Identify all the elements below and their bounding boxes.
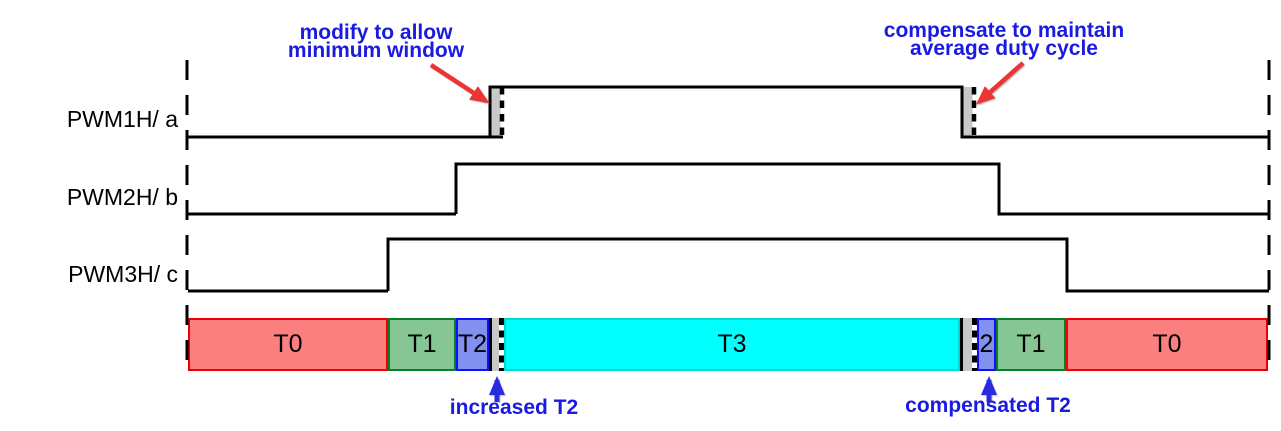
- signal-label-pwm3h: PWM3H/ c: [68, 261, 178, 287]
- bar-gray-window: [963, 318, 972, 371]
- bar-dashed-edge: [972, 318, 977, 371]
- annotation-line: compensate to maintain: [883, 19, 1125, 42]
- annotation-increased-t2: increased T2: [449, 396, 579, 419]
- bar-segment-t1-11: T1: [996, 318, 1066, 371]
- annotation-compensated-t2: compensated T2: [905, 394, 1071, 417]
- waveform-pwm2h: [188, 162, 1269, 216]
- annotation-line: modify to allow: [299, 21, 453, 44]
- bar-segment-t0-12: T0: [1066, 318, 1268, 371]
- bar-gray-window: [492, 318, 499, 371]
- bar-segment-2-10: 2: [977, 318, 996, 371]
- annotation-line: average duty cycle: [910, 37, 1098, 60]
- bar-segment-label: T3: [717, 330, 747, 358]
- timing-segment-bar: T0 T1 T2 T3 2 T1 T0: [188, 318, 1268, 371]
- bar-dashed-edge: [499, 318, 504, 371]
- red-arrow-compensate: [976, 61, 1025, 105]
- red-arrow-modify: [429, 63, 490, 104]
- bar-segment-t3-6: T3: [504, 318, 960, 371]
- mod-gray-window-rise-minimum-window: [491, 87, 501, 137]
- mod-gray-window-fall-compensation: [963, 87, 973, 137]
- annotation-line: minimum window: [287, 39, 465, 62]
- bar-segment-label: T1: [407, 330, 437, 358]
- waveform-pwm3h: [188, 237, 1269, 293]
- bar-segment-t2-2: T2: [456, 318, 489, 371]
- annotation-modify-window: modify to allow minimum window: [287, 21, 465, 62]
- bar-segment-t0-0: T0: [188, 318, 388, 371]
- bar-solid-edge: [960, 318, 963, 371]
- waveform-pwm1h: [188, 85, 1269, 139]
- signal-label-pwm1h: PWM1H/ a: [66, 106, 178, 132]
- annotation-compensate-duty-cycle: compensate to maintain average duty cycl…: [883, 19, 1125, 60]
- bar-segment-label: T2: [457, 330, 488, 358]
- signal-label-pwm2h: PWM2H/ b: [66, 184, 178, 210]
- bar-segment-label: T1: [1016, 330, 1046, 358]
- bar-segment-label: T0: [1152, 330, 1182, 358]
- bar-segment-label: T0: [273, 330, 303, 358]
- bar-segment-t1-1: T1: [388, 318, 456, 371]
- bar-segment-label: 2: [979, 330, 994, 358]
- bar-solid-edge: [489, 318, 492, 371]
